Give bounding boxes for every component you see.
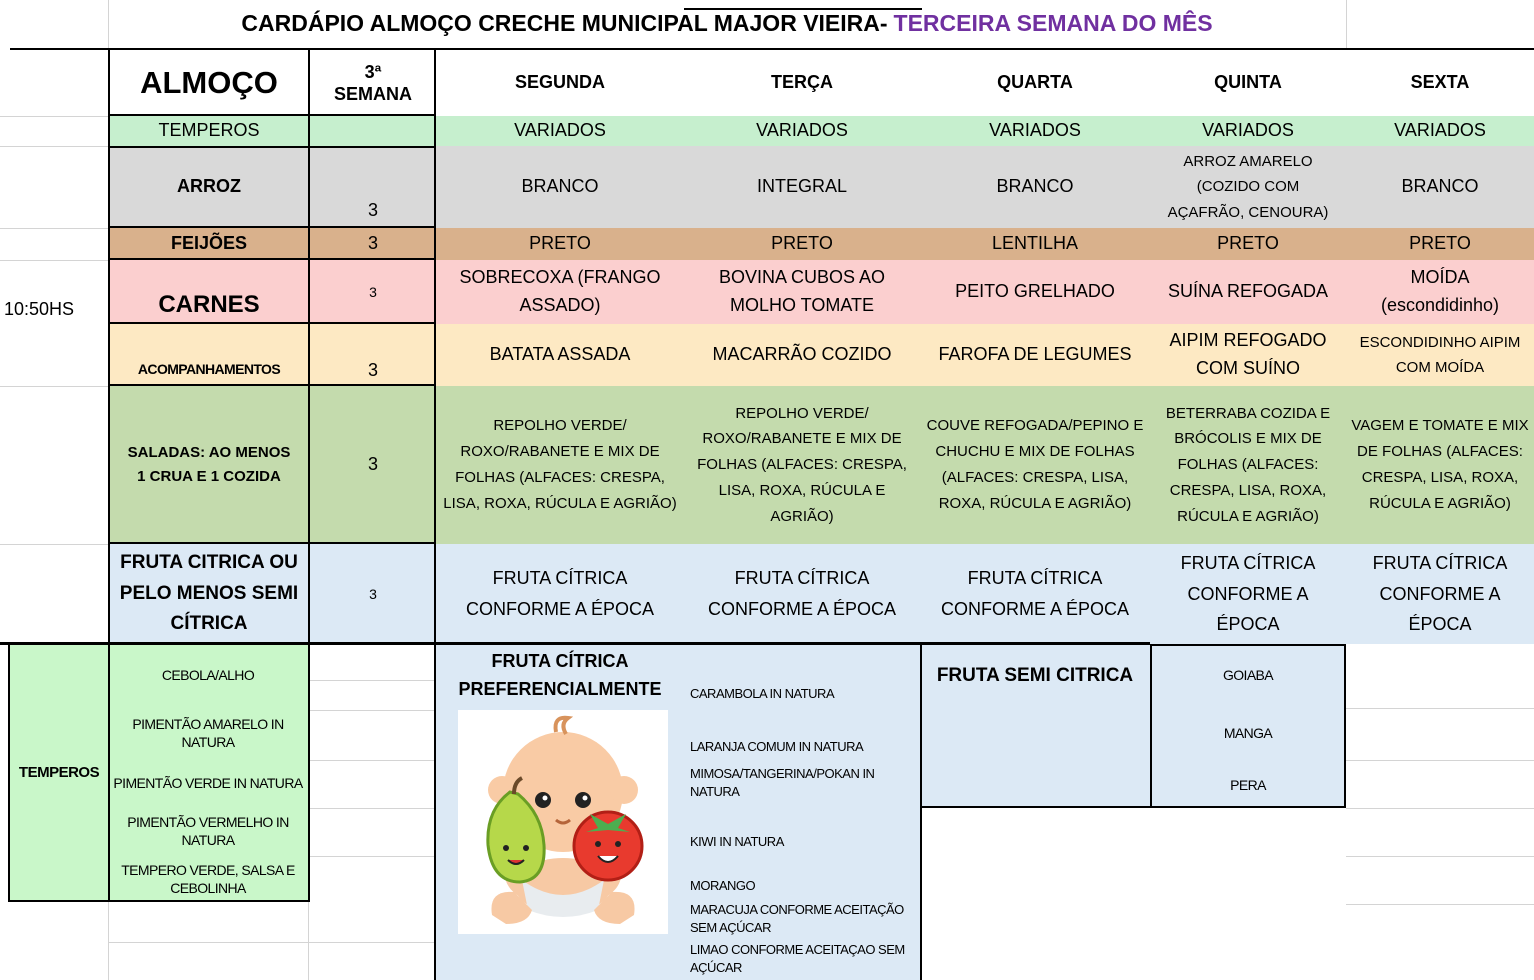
row-feijoes-quarta: LENTILHA — [920, 228, 1150, 260]
week-header-line2: SEMANA — [333, 84, 412, 104]
row-fruta-sexta: FRUTA CÍTRICA CONFORME A ÉPOCA — [1346, 544, 1534, 644]
row-fruta-quarta: FRUTA CÍTRICA CONFORME A ÉPOCA — [920, 544, 1150, 644]
title-main: CARDÁPIO ALMOÇO CRECHE MUNICIPAL MAJOR V… — [241, 10, 888, 37]
time-label: 10:50HS — [4, 299, 75, 320]
row-arroz-week: 3 — [310, 146, 436, 228]
tempero-item: TEMPERO VERDE, SALSA E CEBOLINHA — [121, 861, 295, 896]
row-feijoes-sexta: PRETO — [1346, 228, 1534, 260]
citrica-item: MIMOSA/TANGERINA/POKAN IN NATURA — [690, 765, 875, 799]
week-header: 3ª SEMANA — [310, 50, 436, 116]
row-saladas-sexta: VAGEM E TOMATE E MIX DE FOLHAS (ALFACES:… — [1346, 386, 1534, 544]
row-feijoes-terca: PRETO — [684, 228, 920, 260]
row-fruta-terca: FRUTA CÍTRICA CONFORME A ÉPOCA — [684, 544, 920, 644]
tempero-item: PIMENTÃO VERDE IN NATURA — [113, 774, 303, 791]
row-arroz-quarta: BRANCO — [920, 146, 1150, 228]
title-highlight: TERCEIRA SEMANA DO MÊS — [893, 10, 1213, 37]
semi-title: FRUTA SEMI CITRICA — [936, 664, 1134, 686]
row-temperos-segunda: VARIADOS — [436, 116, 684, 146]
citrica-item: MORANGO — [690, 877, 756, 893]
row-temperos-quarta: VARIADOS — [920, 116, 1150, 146]
day-header-sexta: SEXTA — [1410, 72, 1470, 93]
row-saladas-segunda: REPOLHO VERDE/ ROXO/RABANETE E MIX DE FO… — [436, 386, 684, 544]
row-temperos-label: TEMPEROS — [108, 116, 310, 146]
row-fruta-segunda: FRUTA CÍTRICA CONFORME A ÉPOCA — [436, 544, 684, 644]
row-carnes-quarta: PEITO GRELHADO — [920, 260, 1150, 324]
row-fruta-label: FRUTA CITRICA OU PELO MENOS SEMI CÍTRICA — [108, 544, 310, 644]
day-header-quinta: QUINTA — [1214, 72, 1282, 93]
bottom-temperos-list: CEBOLA/ALHO PIMENTÃO AMARELO IN NATURA P… — [108, 644, 308, 902]
semi-item: MANGA — [1223, 724, 1273, 741]
citrica-item: MARACUJA CONFORME ACEITAÇÃO SEM AÇÚCAR — [690, 902, 904, 935]
citrica-item: LIMAO CONFORME ACEITAÇAO SEM AÇÚCAR — [690, 942, 905, 975]
row-carnes-terca: BOVINA CUBOS AO MOLHO TOMATE — [684, 260, 920, 324]
row-acompanhamentos-quarta: FAROFA DE LEGUMES — [920, 324, 1150, 386]
row-acompanhamentos-quinta: AIPIM REFOGADO COM SUÍNO — [1150, 324, 1346, 386]
tempero-item: PIMENTÃO AMARELO IN NATURA — [132, 715, 284, 750]
row-carnes-label: CARNES — [108, 260, 310, 324]
row-acompanhamentos-sexta: ESCONDIDINHO AIPIM COM MOÍDA — [1346, 324, 1534, 386]
week-header-line1: 3ª — [364, 61, 382, 82]
row-acompanhamentos-segunda: BATATA ASSADA — [436, 324, 684, 386]
citrica-item: CARAMBOLA IN NATURA — [690, 685, 835, 701]
citrica-title: FRUTA CÍTRICA PREFERENCIALMENTE — [458, 651, 662, 699]
row-carnes-quinta: SUÍNA REFOGADA — [1150, 260, 1346, 324]
page-title: CARDÁPIO ALMOÇO CRECHE MUNICIPAL MAJOR V… — [108, 0, 1346, 48]
tempero-item: CEBOLA/ALHO — [161, 666, 255, 683]
day-header-quarta: QUARTA — [997, 72, 1073, 93]
row-feijoes-label: FEIJÕES — [108, 228, 310, 260]
row-saladas-terca: REPOLHO VERDE/ ROXO/RABANETE E MIX DE FO… — [684, 386, 920, 544]
row-temperos-week — [310, 116, 436, 146]
row-saladas-quinta: BETERRABA COZIDA E BRÓCOLIS E MIX DE FOL… — [1150, 386, 1346, 544]
row-feijoes-quinta: PRETO — [1150, 228, 1346, 260]
semi-item: GOIABA — [1222, 666, 1274, 683]
bottom-temperos-label: TEMPEROS — [10, 644, 108, 902]
row-carnes-sexta: MOÍDA (escondidinho) — [1346, 260, 1534, 324]
row-carnes-segunda: SOBRECOXA (FRANGO ASSADO) — [436, 260, 684, 324]
row-fruta-week: 3 — [310, 544, 436, 644]
row-arroz-label: ARROZ — [108, 146, 310, 228]
row-saladas-week: 3 — [310, 386, 436, 544]
citrica-item: KIWI IN NATURA — [690, 833, 784, 849]
row-fruta-quinta: FRUTA CÍTRICA CONFORME A ÉPOCA — [1150, 544, 1346, 644]
row-temperos-terca: VARIADOS — [684, 116, 920, 146]
row-arroz-sexta: BRANCO — [1346, 146, 1534, 228]
tempero-item: PIMENTÃO VERMELHO IN NATURA — [127, 813, 289, 848]
semi-panel — [920, 644, 1346, 808]
row-temperos-sexta: VARIADOS — [1346, 116, 1534, 146]
row-arroz-quinta: ARROZ AMARELO (COZIDO COM AÇAFRÃO, CENOU… — [1150, 146, 1346, 228]
row-temperos-quinta: VARIADOS — [1150, 116, 1346, 146]
row-feijoes-segunda: PRETO — [436, 228, 684, 260]
baby-fruit-illustration — [458, 710, 668, 934]
meal-header: ALMOÇO — [140, 64, 278, 100]
row-saladas-quarta: COUVE REFOGADA/PEPINO E CHUCHU E MIX DE … — [920, 386, 1150, 544]
day-header-segunda: SEGUNDA — [514, 72, 605, 93]
semi-item: PERA — [1230, 776, 1266, 793]
row-acompanhamentos-week: 3 — [310, 324, 436, 386]
row-saladas-label: SALADAS: AO MENOS 1 CRUA E 1 COZIDA — [108, 386, 310, 544]
row-carnes-week: 3 — [310, 260, 436, 324]
row-acompanhamentos-terca: MACARRÃO COZIDO — [684, 324, 920, 386]
row-arroz-segunda: BRANCO — [436, 146, 684, 228]
citrica-item: LARANJA COMUM IN NATURA — [690, 738, 864, 754]
day-header-terca: TERÇA — [771, 72, 833, 93]
row-feijoes-week: 3 — [310, 228, 436, 260]
row-acompanhamentos-label: ACOMPANHAMENTOS — [108, 324, 310, 386]
row-arroz-terca: INTEGRAL — [684, 146, 920, 228]
